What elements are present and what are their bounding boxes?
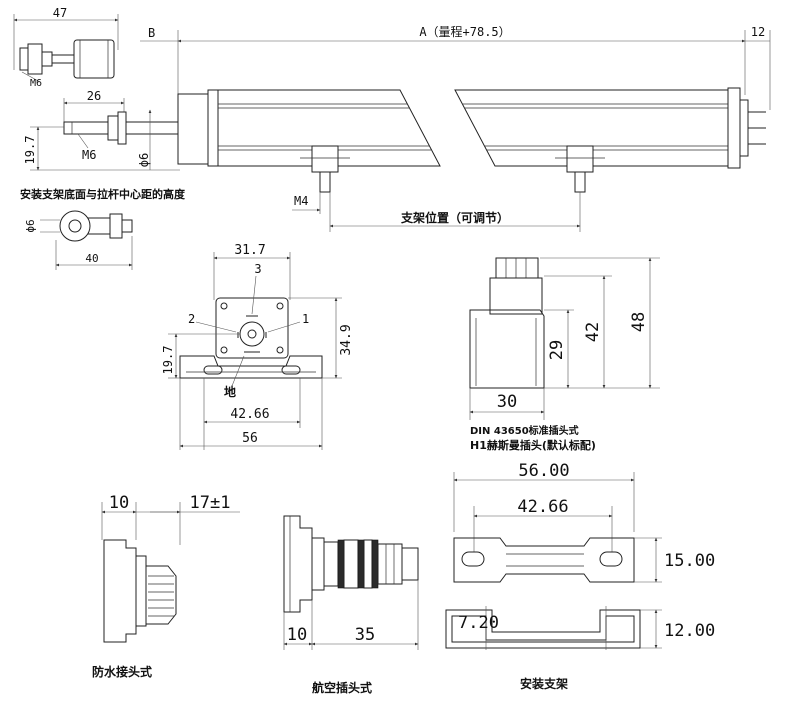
bracket-dim-42-66-label: 42.66 xyxy=(517,497,568,517)
din-connector: 29 42 48 30 DIN 43650标准插头式 H1赫斯曼插头(默认标配) xyxy=(469,257,660,452)
dim-40-label: 40 xyxy=(85,252,98,265)
aviation-dim-10-label: 10 xyxy=(287,625,307,645)
bracket-dim-7-20-label: 7.20 xyxy=(458,613,499,633)
rod-eye: ϕ6 40 xyxy=(24,210,133,270)
end-view: 31.7 3 2 1 34.9 19.7 地 xyxy=(161,243,354,450)
mounting-bracket: 56.00 42.66 15.00 12.00 7.20 安装支架 xyxy=(445,461,715,691)
rod-eye-phi6-label: ϕ6 xyxy=(24,219,37,232)
bracket-position-label: 支架位置（可调节） xyxy=(400,210,509,225)
aviation-caption: 航空插头式 xyxy=(312,680,372,695)
dim-34-9-label: 34.9 xyxy=(339,324,354,355)
pin-1-label: 1 xyxy=(302,312,309,326)
dim-56-label: 56 xyxy=(242,431,258,446)
dim-19-7-label: 19.7 xyxy=(23,136,37,165)
waterproof-dim-10-label: 10 xyxy=(109,493,129,513)
phi6-shaft-label: ϕ6 xyxy=(137,153,151,167)
waterproof-caption: 防水接头式 xyxy=(92,664,152,679)
dim-42-66-label: 42.66 xyxy=(230,407,269,422)
dim-12-label: 12 xyxy=(751,25,765,39)
sensor-body-right xyxy=(454,87,766,169)
length-dimensions: B A（量程+78.5） 12 xyxy=(140,24,771,160)
bracket-dim-12-00-label: 12.00 xyxy=(664,621,715,641)
pin-3-label: 3 xyxy=(254,262,261,276)
bracket-dim-15-00-label: 15.00 xyxy=(664,551,715,571)
dim-19-7-end-label: 19.7 xyxy=(161,346,175,375)
pin-2-label: 2 xyxy=(188,312,195,326)
dim-42-label: 42 xyxy=(583,322,603,342)
bracket-dim-56-00-label: 56.00 xyxy=(518,461,569,481)
dim-47-label: 47 xyxy=(53,6,67,20)
m6-rod-end-label: M6 xyxy=(30,78,42,89)
dim-31-7-label: 31.7 xyxy=(234,243,265,258)
dim-29-label: 29 xyxy=(547,340,567,360)
label-a-range: A（量程+78.5） xyxy=(419,24,510,39)
aviation-dim-35-label: 35 xyxy=(355,625,375,645)
waterproof-dim-17-label: 17±1 xyxy=(190,493,231,513)
bracket-caption: 安装支架 xyxy=(520,676,568,691)
label-b: B xyxy=(148,26,155,40)
dim-30-label: 30 xyxy=(497,392,517,412)
din-caption-line2: H1赫斯曼插头(默认标配) xyxy=(470,438,596,452)
ground-label: 地 xyxy=(224,384,236,399)
aviation-connector: 10 35 航空插头式 xyxy=(283,515,419,695)
shaft-rod: 26 19.7 M6 ϕ6 xyxy=(23,89,180,171)
m6-thread-label: M6 xyxy=(82,148,96,162)
dim-48-label: 48 xyxy=(629,312,649,332)
m4-label: M4 xyxy=(294,194,308,208)
dim-26-label: 26 xyxy=(87,89,101,103)
rod-end-assembly: 47 M6 xyxy=(13,6,119,89)
waterproof-connector: 10 17±1 防水接头式 xyxy=(92,493,240,679)
mounting-height-caption: 安装支架底面与拉杆中心距的高度 xyxy=(20,187,186,201)
sensor-body-left xyxy=(177,89,441,167)
din-caption-line1: DIN 43650标准插头式 xyxy=(470,424,579,437)
bracket-clamps: M4 支架位置（可调节） xyxy=(292,145,605,232)
